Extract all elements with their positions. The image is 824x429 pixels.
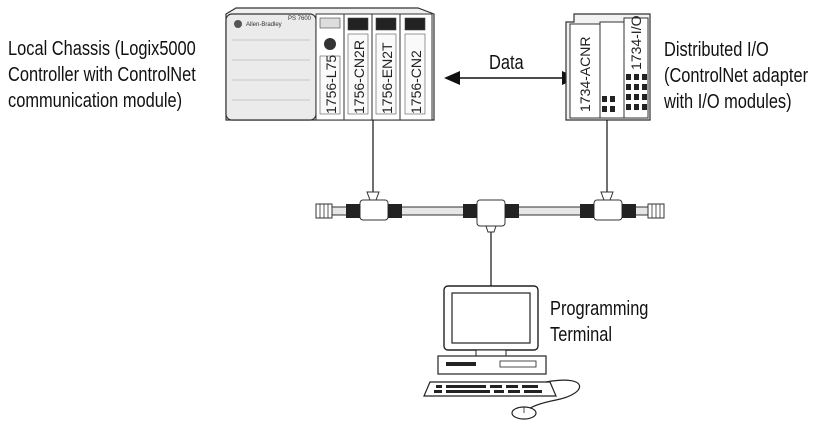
distributed-io-label: Distributed I/O (ControlNet adapter with… — [664, 37, 808, 115]
programming-terminal-line-2: Terminal — [550, 324, 612, 346]
chassis-brand: Allen-Bradley — [246, 22, 282, 28]
slot-1756-l75: 1756-L75 — [315, 13, 345, 121]
slot-label-1756-en2t: 1756-EN2T — [379, 42, 395, 114]
computer-base — [437, 355, 547, 375]
distributed-io-line-1: Distributed I/O — [664, 39, 769, 61]
data-label: Data — [489, 50, 524, 76]
chassis-ps-text: PS 7600 — [288, 16, 312, 22]
io-label-1734-acnr: 1734-ACNR — [577, 37, 593, 112]
slot-label-1756-cn2r: 1756-CN2R — [351, 40, 367, 114]
slot-label-1756-cn2: 1756-CN2 — [408, 50, 424, 114]
slot-1756-cn2: 1756-CN2 — [399, 13, 433, 121]
io-label-1734-io: 1734-I/O — [628, 15, 644, 70]
distributed-io-line-2: (ControlNet adapter — [664, 65, 809, 87]
slot-1756-en2t: 1756-EN2T — [371, 13, 401, 121]
local-chassis-line-3: communication module) — [8, 90, 183, 112]
brand-logo-icon — [234, 20, 242, 28]
slot-label-1756-l75: 1756-L75 — [323, 55, 339, 114]
local-chassis: Allen-Bradley PS 7600 1756-L75 1756-CN2R — [225, 7, 435, 121]
slot-1756-cn2r: 1756-CN2R — [343, 13, 373, 121]
tap-left — [346, 191, 402, 221]
programming-terminal — [423, 285, 581, 420]
programming-terminal-line-1: Programming — [550, 298, 649, 320]
keyboard — [423, 381, 557, 397]
monitor-screen — [451, 292, 531, 344]
local-chassis-line-2: Controller with ControlNet — [8, 64, 196, 86]
local-chassis-label: Local Chassis (Logix5000 Controller with… — [8, 36, 196, 114]
distributed-io-line-3: with I/O modules) — [664, 91, 792, 113]
key-switch-icon — [324, 38, 336, 50]
local-chassis-line-1: Local Chassis (Logix5000 — [8, 38, 196, 60]
programming-terminal-label: Programming Terminal — [550, 296, 648, 348]
tap-right — [580, 191, 636, 221]
controlnet-network — [315, 120, 665, 286]
data-arrow-text: Data — [489, 52, 524, 74]
tap-middle — [463, 199, 519, 233]
distributed-io: 1734-ACNR 1734-I/O — [565, 13, 651, 121]
